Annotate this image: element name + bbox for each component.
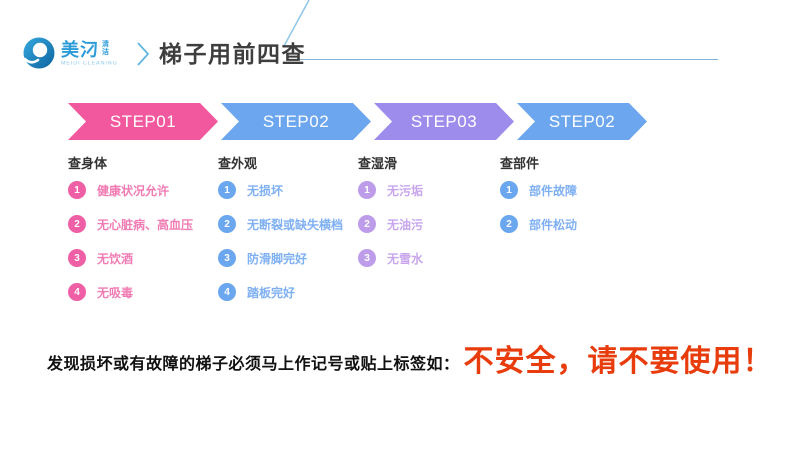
page-title: 梯子用前四查 [159, 40, 307, 67]
item-number-badge: 4 [218, 283, 236, 301]
list-item: 3 无雪水 [358, 249, 510, 267]
step-banner-3-label: STEP03 [410, 112, 478, 131]
step-banner-1: STEP01 [68, 103, 218, 140]
list-item: 3 无饮酒 [68, 249, 220, 267]
list-item: 1 部件故障 [500, 181, 652, 199]
list-item: 3 防滑脚完好 [218, 249, 370, 267]
chevron-separator-icon [137, 42, 150, 66]
item-text: 无油污 [387, 217, 424, 232]
brand-name-english: MEIDI CLEANING [61, 61, 118, 67]
header: 美汈 清洁 MEIDI CLEANING 梯子用前四查 [21, 36, 306, 72]
column-header: 查部件 [500, 156, 540, 171]
column-header: 查外观 [218, 156, 258, 171]
item-text: 部件故障 [529, 183, 578, 198]
item-number-badge: 1 [218, 181, 236, 199]
item-number-badge: 2 [68, 215, 86, 233]
step-banner-2: STEP02 [221, 103, 371, 140]
item-number-badge: 2 [500, 215, 518, 233]
item-text: 无损坏 [247, 183, 284, 198]
list-item: 2 无油污 [358, 215, 510, 233]
column-header: 查身体 [68, 156, 108, 171]
list-item: 4 踏板完好 [218, 283, 370, 301]
item-number-badge: 3 [68, 249, 86, 267]
item-text: 无雪水 [387, 251, 424, 266]
step-banner-4-label: STEP02 [548, 112, 616, 131]
company-logo-icon [23, 37, 55, 69]
column-header: 查湿滑 [358, 156, 398, 171]
item-number-badge: 2 [218, 215, 236, 233]
step-banner-3: STEP03 [374, 103, 514, 140]
brand-subtext: 清洁 [102, 41, 109, 57]
item-text: 无饮酒 [97, 251, 134, 266]
warning-text: 不安全，请不要使用！ [463, 345, 774, 378]
brand-block: 美汈 清洁 MEIDI CLEANING [61, 41, 124, 67]
item-text: 无污垢 [387, 183, 424, 198]
item-text: 防滑脚完好 [247, 251, 308, 266]
footer-note: 发现损坏或有故障的梯子必须马上作记号或贴上标签如： 不安全，请不要使用！ [47, 344, 774, 380]
item-number-badge: 1 [358, 181, 376, 199]
list-item: 2 部件松动 [500, 215, 652, 233]
item-number-badge: 2 [358, 215, 376, 233]
brand-row: 美汈 清洁 [61, 41, 124, 59]
step-banner-2-label: STEP02 [262, 112, 330, 131]
check-column-appearance: 查外观 1 无损坏 2 无断裂或缺失横档 3 防滑脚完好 4 踏板完好 [218, 155, 370, 317]
footer-lead-text: 发现损坏或有故障的梯子必须马上作记号或贴上标签如： [47, 356, 460, 373]
item-number-badge: 3 [358, 249, 376, 267]
item-number-badge: 4 [68, 283, 86, 301]
check-column-body: 查身体 1 健康状况允许 2 无心脏病、高血压 3 无饮酒 4 无吸毒 [68, 155, 220, 317]
brand-name: 美汈 [61, 40, 99, 60]
item-text: 踏板完好 [247, 285, 296, 300]
step-banner-1-label: STEP01 [109, 112, 177, 131]
list-item: 4 无吸毒 [68, 283, 220, 301]
list-item: 1 无污垢 [358, 181, 510, 199]
item-number-badge: 1 [500, 181, 518, 199]
list-item: 2 无心脏病、高血压 [68, 215, 220, 233]
list-item: 1 健康状况允许 [68, 181, 220, 199]
list-item: 2 无断裂或缺失横档 [218, 215, 370, 233]
item-text: 无心脏病、高血压 [97, 217, 194, 232]
step-banner-4: STEP02 [517, 103, 647, 140]
check-column-slippery: 查湿滑 1 无污垢 2 无油污 3 无雪水 [358, 155, 510, 283]
item-text: 无吸毒 [97, 285, 134, 300]
item-text: 无断裂或缺失横档 [247, 217, 344, 232]
steps-banner-row: STEP01 STEP02 STEP03 STEP02 [0, 103, 800, 140]
item-text: 健康状况允许 [97, 183, 170, 198]
item-number-badge: 3 [218, 249, 236, 267]
check-column-parts: 查部件 1 部件故障 2 部件松动 [500, 155, 652, 249]
list-item: 1 无损坏 [218, 181, 370, 199]
item-number-badge: 1 [68, 181, 86, 199]
item-text: 部件松动 [529, 217, 578, 232]
